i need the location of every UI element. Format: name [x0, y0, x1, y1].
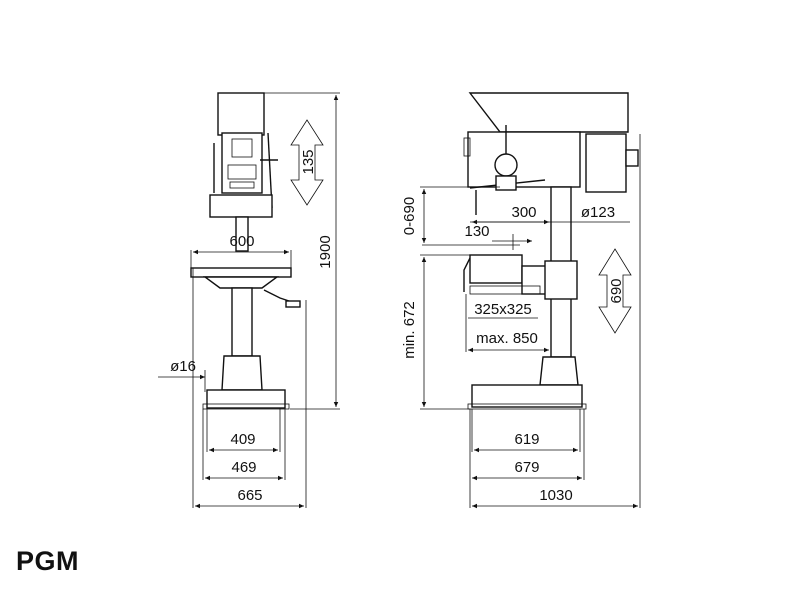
front-control-panel [231, 138, 253, 158]
front-view: 1900 135 600 ø16 409 469 665 [158, 92, 340, 509]
side-table-offset-label: 130 [464, 223, 489, 240]
front-base [206, 389, 286, 409]
side-motor [585, 133, 627, 193]
front-table [190, 267, 292, 278]
front-slot-label: ø16 [170, 358, 196, 375]
side-table-travel-arrow [598, 248, 632, 334]
side-max-reach-label: max. 850 [476, 330, 538, 347]
front-base-foot [202, 403, 290, 410]
front-stroke-arrow [290, 119, 324, 206]
side-619-label: 619 [514, 431, 539, 448]
side-table-size-label: 325x325 [474, 301, 532, 318]
model-title: PGM [16, 546, 80, 576]
front-table-label: 600 [229, 233, 254, 250]
side-headstock [467, 131, 581, 188]
side-motor-cover [468, 92, 629, 133]
side-min-height-label: min. 672 [401, 301, 418, 359]
side-feed-hub [494, 153, 518, 177]
front-469-label: 469 [231, 459, 256, 476]
side-base [471, 384, 583, 408]
front-motor-cover [217, 92, 265, 136]
front-switch-block [227, 164, 257, 180]
side-679-label: 679 [514, 459, 539, 476]
side-1030-label: 1030 [539, 487, 572, 504]
side-base-foot [467, 403, 587, 410]
side-table-slide [469, 285, 541, 295]
side-table-handle [463, 257, 471, 292]
front-pedestal [221, 355, 263, 391]
front-label-strip [229, 181, 255, 189]
side-table-travel-label: 690 [608, 278, 625, 303]
side-pedestal [539, 356, 579, 386]
front-665-label: 665 [237, 487, 262, 504]
side-column-label: ø123 [581, 204, 615, 221]
side-table-block [469, 254, 523, 284]
front-stroke-label: 135 [300, 149, 317, 174]
front-409-label: 409 [230, 431, 255, 448]
front-crank-handle [285, 300, 301, 308]
side-table-clamp [544, 260, 578, 300]
front-headstock [221, 132, 263, 194]
side-switch [463, 137, 471, 157]
front-table-bracket [202, 276, 280, 289]
front-column [231, 287, 253, 357]
side-reach-label: 300 [511, 204, 536, 221]
side-motor-cap [625, 149, 639, 167]
side-quill [495, 175, 517, 191]
side-view: 300 ø123 130 0-690 min. 672 325x325 max.… [401, 92, 641, 509]
front-quill-housing [209, 194, 273, 218]
side-spindle-range-label: 0-690 [401, 197, 418, 235]
front-height-label: 1900 [317, 235, 334, 268]
